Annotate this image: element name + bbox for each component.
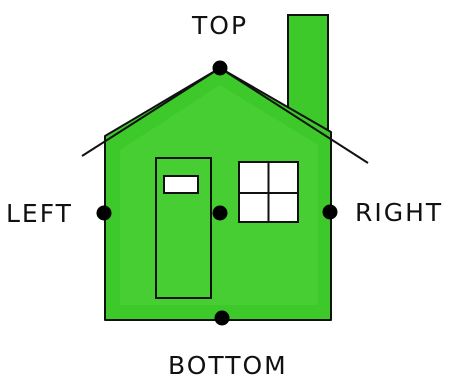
right-label: RIGHT <box>355 198 443 227</box>
left-point <box>97 206 112 221</box>
center-point <box>213 206 228 221</box>
bottom-point <box>215 311 230 326</box>
top-point <box>213 61 228 76</box>
bottom-label: BOTTOM <box>168 351 288 380</box>
left-label: LEFT <box>6 199 73 228</box>
right-point <box>323 205 338 220</box>
door-window <box>164 176 198 193</box>
top-label: TOP <box>191 11 248 40</box>
